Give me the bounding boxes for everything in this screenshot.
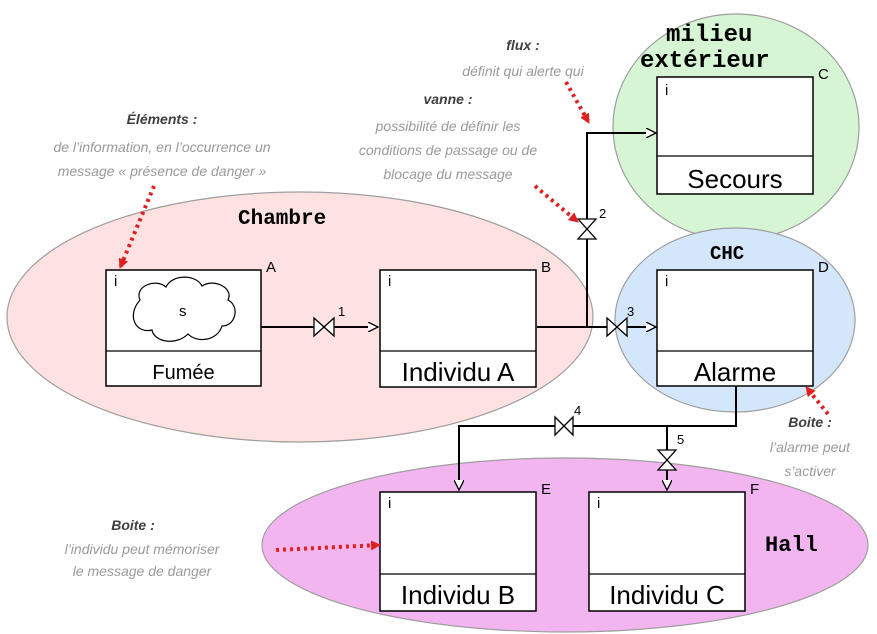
box-c-letter: C — [818, 66, 829, 83]
box-a-title: Fumée — [152, 362, 214, 384]
pointer-boite-alarme — [804, 385, 830, 416]
box-c-info: i — [665, 82, 668, 99]
box-f-letter: F — [750, 481, 759, 498]
annotation-boite-alarme-title: Boite : — [788, 414, 832, 430]
box-f-info: i — [597, 495, 600, 512]
box-f-title: Individu C — [609, 580, 725, 610]
annotation-vanne-line1: possibilité de définir les — [375, 118, 521, 134]
box-c-title: Secours — [687, 164, 782, 194]
box-a-info: i — [114, 273, 117, 290]
annotation-boite-individu-line2: le message de danger — [73, 563, 213, 579]
annotation-elements-line1: de l’information, en l’occurrence un — [53, 139, 270, 155]
valve-4-label: 4 — [574, 403, 581, 418]
valve-2: 2 — [576, 206, 606, 240]
annotation-boite-individu-title: Boite : — [111, 517, 155, 533]
box-d-info: i — [665, 273, 668, 290]
box-e-letter: E — [541, 481, 551, 498]
valve-1: 1 — [313, 304, 345, 338]
zone-label-hall: Hall — [765, 533, 818, 558]
flow-alarme-branch — [459, 386, 737, 490]
valve-4: 4 — [554, 403, 581, 437]
annotation-elements-line2: message « présence de danger » — [58, 163, 267, 179]
zone-label-milieu-line2: extérieur — [640, 48, 770, 75]
annotation-boite-individu: Boite : l’individu peut mémoriser le mes… — [65, 517, 221, 579]
annotation-boite-alarme-line1: l’alarme peut — [770, 439, 851, 455]
zone-label-chambre: Chambre — [238, 208, 326, 231]
annotation-flux: flux : définit qui alerte qui — [462, 37, 584, 79]
annotation-elements-title: Éléments : — [127, 111, 198, 127]
box-d-alarme: i D Alarme — [656, 259, 829, 387]
box-a-letter: A — [266, 259, 276, 276]
box-b-title: Individu A — [402, 357, 515, 387]
cloud-icon — [132, 276, 236, 342]
pointer-flux — [564, 81, 591, 124]
box-b-individu-a: i B Individu A — [379, 259, 551, 388]
box-a-fumee: i s A Fumée — [105, 259, 276, 387]
annotation-boite-alarme-line2: s’activer — [784, 463, 837, 479]
annotation-vanne-line3: blocage du message — [383, 166, 512, 182]
box-e-title: Individu B — [401, 580, 515, 610]
flow-to-secours — [586, 133, 656, 327]
zone-label-milieu-line1: milieu — [666, 22, 752, 49]
box-c-secours: i C Secours — [656, 66, 829, 195]
annotation-boite-individu-line1: l’individu peut mémoriser — [65, 541, 221, 557]
annotation-vanne-title: vanne : — [423, 91, 472, 107]
valve-5: 5 — [656, 432, 684, 471]
valve-5-label: 5 — [677, 432, 684, 447]
box-d-letter: D — [818, 259, 829, 276]
annotation-elements: Éléments : de l’information, en l’occurr… — [53, 111, 270, 179]
box-b-info: i — [388, 273, 391, 290]
annotation-flux-title: flux : — [506, 37, 539, 53]
pointer-boite-individu — [275, 540, 381, 552]
annotation-flux-line1: définit qui alerte qui — [462, 63, 584, 79]
box-e-info: i — [388, 495, 391, 512]
annotation-vanne: vanne : possibilité de définir les condi… — [359, 91, 537, 182]
valve-3-label: 3 — [627, 304, 634, 319]
pointer-elements — [118, 185, 156, 269]
box-d-title: Alarme — [694, 357, 776, 387]
valve-3: 3 — [606, 304, 634, 338]
box-b-letter: B — [541, 259, 551, 276]
annotation-vanne-line2: conditions de passage ou de — [359, 142, 537, 158]
box-e-individu-b: i E Individu B — [379, 481, 551, 612]
annotation-boite-alarme: Boite : l’alarme peut s’activer — [770, 414, 851, 479]
valve-1-label: 1 — [338, 304, 345, 319]
box-f-individu-c: i F Individu C — [588, 481, 759, 612]
pointer-vanne — [533, 184, 580, 224]
valve-2-label: 2 — [599, 206, 606, 221]
box-a-content: s — [179, 303, 187, 320]
zone-label-chc: CHC — [710, 243, 744, 265]
